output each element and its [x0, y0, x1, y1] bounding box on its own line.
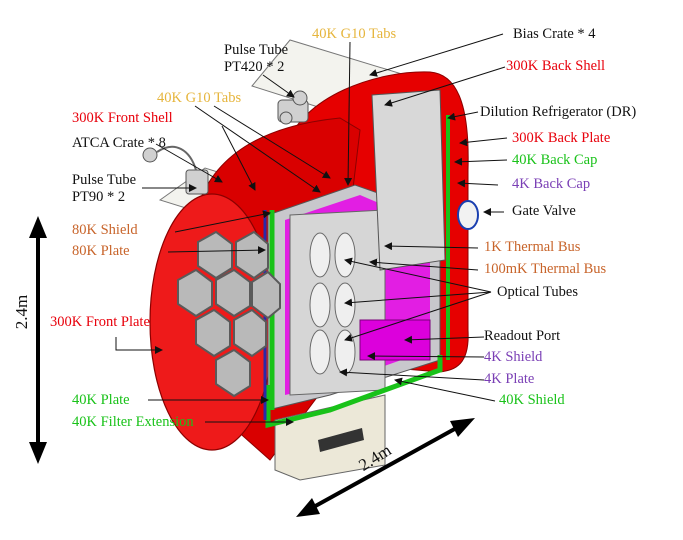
label-1k-thermal-bus: 1K Thermal Bus: [484, 239, 581, 255]
label-100mk-thermal-bus: 100mK Thermal Bus: [484, 261, 607, 277]
label-40k-back-cap: 40K Back Cap: [512, 152, 598, 168]
label-pulse-tube-pt420: Pulse Tube PT420 * 2: [224, 42, 289, 75]
label-40k-plate: 40K Plate: [72, 392, 130, 408]
label-40k-shield: 40K Shield: [499, 392, 565, 408]
pulse-tube-pt420: [277, 90, 309, 125]
label-80k-shield: 80K Shield: [72, 222, 138, 238]
label-4k-back-cap: 4K Back Cap: [512, 176, 591, 192]
dilution-refrigerator-body: [371, 89, 446, 271]
label-4k-plate: 4K Plate: [484, 371, 535, 387]
optical-tube-discs: [309, 232, 356, 375]
label-40k-g10-tabs-mid: 40K G10 Tabs: [157, 90, 242, 106]
label-300k-front-plate: 300K Front Plate: [50, 314, 150, 330]
gate-valve: [457, 200, 479, 230]
label-gate-valve: Gate Valve: [512, 203, 576, 219]
hex-window-array: [177, 230, 281, 398]
label-300k-back-plate: 300K Back Plate: [512, 130, 611, 146]
label-300k-back-shell: 300K Back Shell: [506, 58, 606, 74]
shield-40k-edge: [265, 355, 443, 429]
label-80k-plate: 80K Plate: [72, 243, 130, 259]
dimension-arrows: [29, 216, 475, 517]
label-40k-g10-tabs-top: 40K G10 Tabs: [312, 26, 397, 42]
dimension-height-label: 2.4m: [12, 294, 31, 330]
label-pulse-tube-pt90: Pulse Tube PT90 * 2: [72, 172, 137, 205]
leader-lines: [115, 33, 508, 426]
label-40k-filter-extension: 40K Filter Extension: [72, 414, 194, 430]
label-optical-tubes: Optical Tubes: [497, 284, 578, 300]
label-readout-port: Readout Port: [484, 328, 561, 344]
pulse-tube-pt90: [142, 145, 209, 195]
label-bias-crate: Bias Crate * 4: [513, 26, 596, 42]
label-300k-front-shell: 300K Front Shell: [72, 110, 173, 126]
label-4k-shield: 4K Shield: [484, 349, 543, 365]
label-atca-crate: ATCA Crate * 8: [72, 135, 166, 151]
bottom-slot: [318, 428, 364, 452]
label-dilution-refrigerator: Dilution Refrigerator (DR): [480, 104, 637, 120]
readout-port-box: [359, 319, 431, 361]
